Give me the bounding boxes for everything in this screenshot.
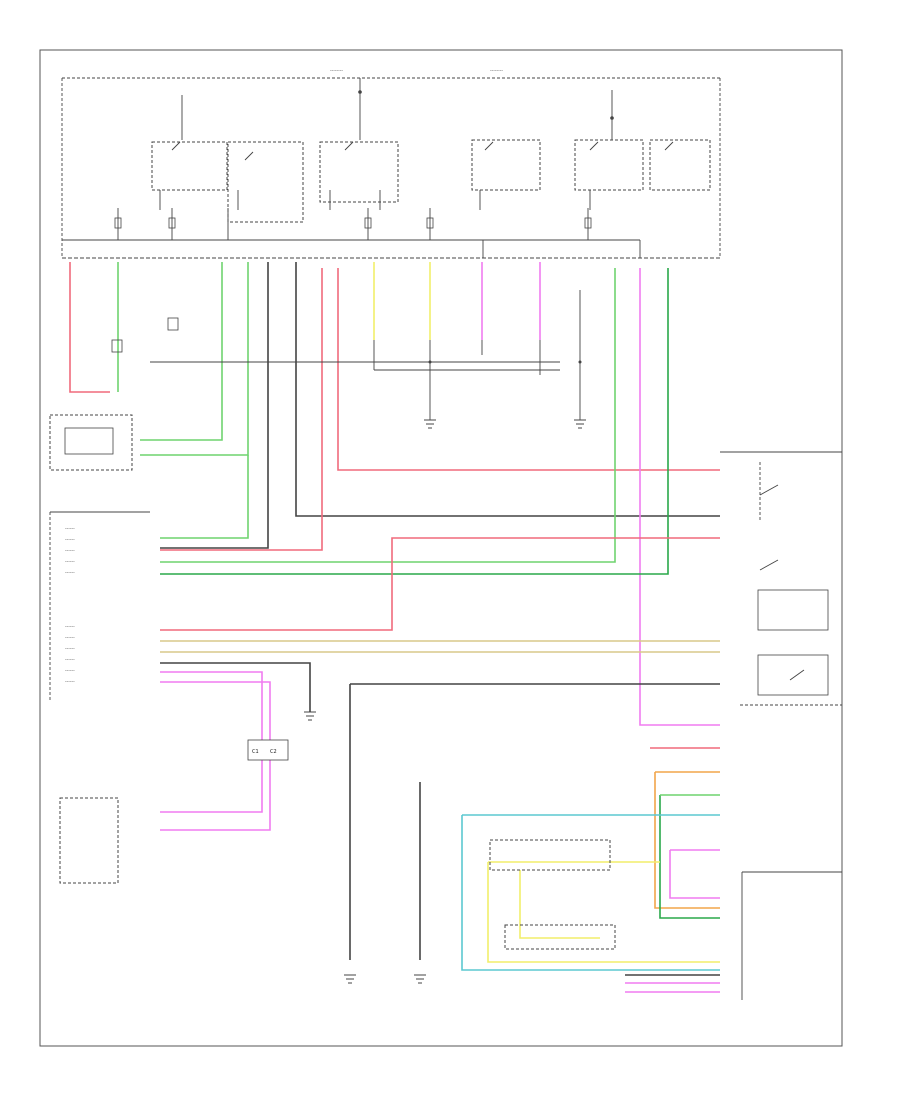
- fuse-bus-top: -------- --------: [61, 69, 721, 258]
- relay: [649, 139, 711, 191]
- relay: [227, 141, 304, 223]
- connector-label-c2: C2: [270, 749, 277, 755]
- connector-pins-left: ------ ------ ------ ------ ------ -----…: [65, 527, 75, 685]
- relay: [574, 139, 644, 191]
- svg-text:------: ------: [65, 549, 75, 554]
- svg-text:------: ------: [65, 680, 75, 685]
- svg-text:--------: --------: [330, 69, 343, 74]
- svg-text:------: ------: [65, 658, 75, 663]
- svg-text:------: ------: [65, 669, 75, 674]
- wire-set-upper: [69, 262, 720, 726]
- svg-text:--------: --------: [490, 69, 503, 74]
- svg-text:------: ------: [65, 527, 75, 532]
- svg-text:------: ------: [65, 571, 75, 576]
- relay: [151, 141, 228, 191]
- fuse-node: [358, 90, 362, 94]
- relay: [319, 141, 399, 203]
- splice-cluster: [111, 290, 586, 429]
- switch-column-right: [720, 451, 842, 706]
- diagram-frame: [39, 49, 843, 1047]
- fuse-node: [610, 116, 614, 120]
- svg-text:------: ------: [65, 625, 75, 630]
- module-left-1: [49, 414, 133, 471]
- relay: [471, 139, 541, 191]
- connector-label-c1: C1: [252, 749, 259, 755]
- connector-block: [247, 739, 289, 761]
- relay-group: [151, 139, 711, 223]
- svg-text:------: ------: [65, 647, 75, 652]
- wire-set-lower: [160, 537, 720, 831]
- fuse-row: [114, 208, 592, 240]
- module-lower-right: [344, 684, 842, 1000]
- module-left-2: [59, 797, 119, 884]
- svg-text:------: ------: [65, 560, 75, 565]
- svg-text:------: ------: [65, 538, 75, 543]
- svg-text:------: ------: [65, 636, 75, 641]
